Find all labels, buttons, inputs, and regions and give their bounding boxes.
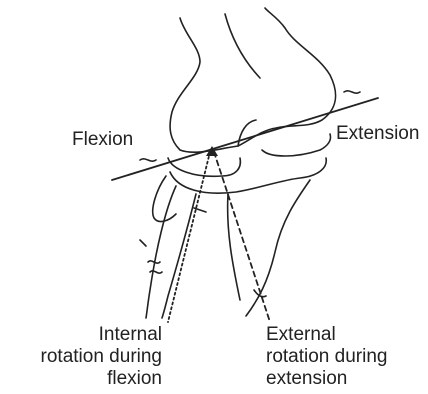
caption-line: External — [266, 324, 416, 346]
rotation-mark-flexion — [140, 159, 156, 161]
fibula-left — [146, 186, 176, 318]
caption-line: rotation during — [10, 346, 162, 368]
tibia-plateau — [170, 158, 326, 193]
extension-label: Extension — [336, 123, 419, 145]
caption-line: flexion — [10, 368, 162, 390]
caption-line: extension — [266, 368, 416, 390]
fibula-right — [162, 194, 196, 318]
external-rotation-axis — [214, 152, 270, 322]
caption-line: rotation during — [266, 346, 416, 368]
internal-rotation-caption: Internal rotation during flexion — [10, 324, 162, 390]
tick-mark — [140, 240, 146, 246]
flexion-label: Flexion — [72, 129, 133, 151]
tibia-shaft-left — [228, 194, 240, 300]
rotation-mark-tibia — [148, 261, 162, 273]
fibula-head — [153, 176, 176, 221]
rotation-mark-extension — [344, 91, 360, 93]
internal-rotation-axis — [168, 152, 210, 322]
femur-shaft-line — [225, 14, 260, 78]
femur-condyle-notch — [238, 120, 256, 146]
tibia-shaft-right — [246, 180, 310, 316]
external-rotation-caption: External rotation during extension — [266, 324, 416, 390]
femur-outline — [170, 8, 335, 152]
meniscus-lateral — [262, 134, 331, 156]
caption-line: Internal — [10, 324, 162, 346]
